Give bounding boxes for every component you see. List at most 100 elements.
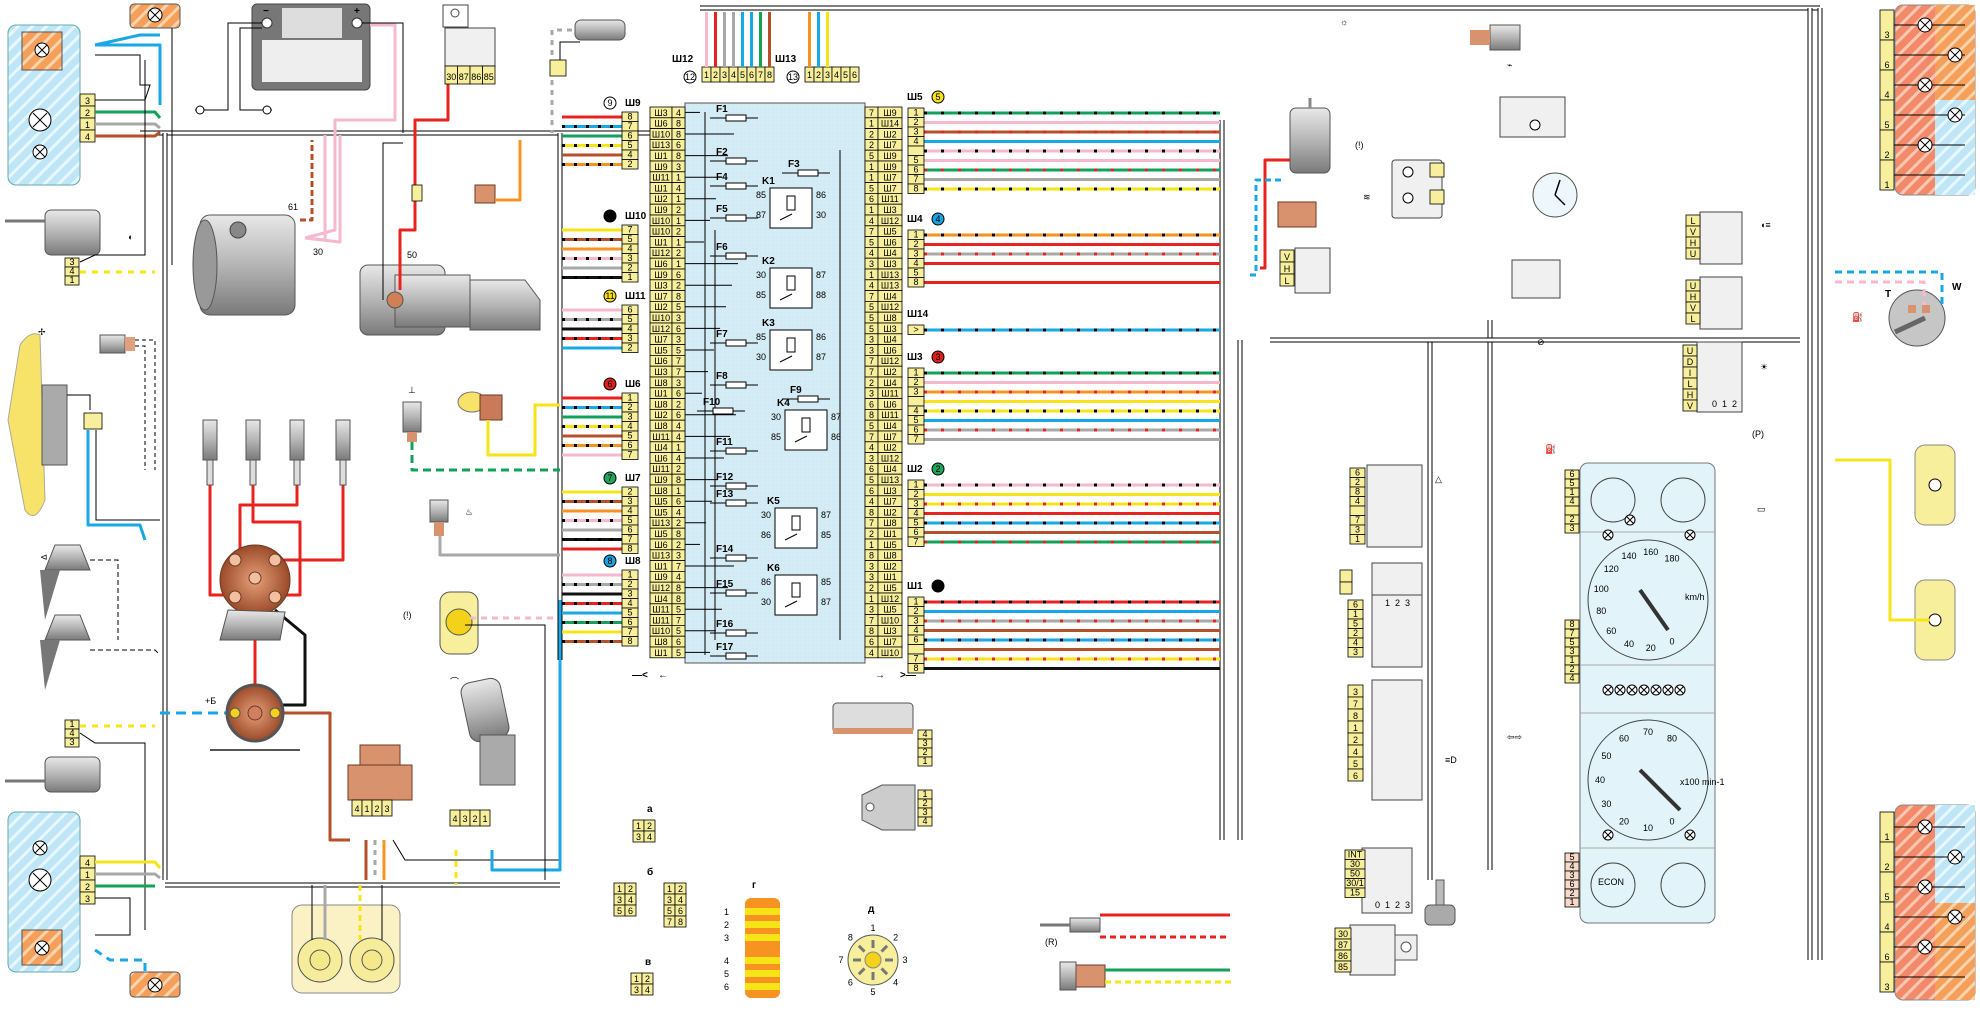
block-terminal-left-num: 7 bbox=[676, 367, 681, 377]
right-connector-pin-label: 8 bbox=[913, 663, 918, 673]
wiper-switch-pin-label: 5 bbox=[1353, 619, 1358, 629]
gauge-tick-label: 140 bbox=[1621, 551, 1636, 561]
block-terminal-left-num: 2 bbox=[676, 205, 681, 215]
block-terminal-right-label: Ш6 bbox=[883, 345, 896, 355]
block-terminal-right-label: Ш14 bbox=[881, 119, 899, 129]
legend-b6-pin-label: 2 bbox=[628, 884, 633, 894]
left-connector-pin-label: 7 bbox=[627, 225, 632, 235]
block-terminal-right-num: 2 bbox=[869, 529, 874, 539]
right-connector-pin-label: 4 bbox=[913, 625, 918, 635]
block-terminal-left-label: Ш8 bbox=[654, 378, 667, 388]
block-terminal-right-label: Ш3 bbox=[883, 205, 896, 215]
block-terminal-right-num: 3 bbox=[869, 345, 874, 355]
block-terminal-left-num: 1 bbox=[676, 216, 681, 226]
legend-b6-pin-label: 5 bbox=[617, 906, 622, 916]
block-terminal-right-num: 3 bbox=[869, 259, 874, 269]
relay-coil bbox=[791, 582, 801, 598]
relay-pin-label: 87 bbox=[816, 352, 826, 362]
block-terminal-right-label: Ш6 bbox=[883, 399, 896, 409]
connector-label: Ш13 bbox=[775, 54, 797, 65]
block-terminal-right-num: 5 bbox=[869, 237, 874, 247]
ignition-switch-pin-label: 30/1 bbox=[1346, 878, 1364, 888]
ignition-relay-pin-label: 86 bbox=[1338, 951, 1348, 961]
oil-pressure-sensor bbox=[429, 499, 560, 557]
block-terminal-right-label: Ш9 bbox=[883, 162, 896, 172]
radiator-fan bbox=[7, 333, 160, 541]
block-terminal-left-num: 6 bbox=[676, 140, 681, 150]
fuse bbox=[725, 447, 747, 455]
legend-g-pin-label: 5 bbox=[724, 969, 729, 979]
legend-a-label: а bbox=[647, 804, 653, 815]
switch-position-label: 3 bbox=[1405, 900, 1410, 910]
relay-pin-label: 86 bbox=[816, 332, 826, 342]
battery-icon: ▭ bbox=[1757, 504, 1766, 514]
block-terminal-left-num: 6 bbox=[676, 410, 681, 420]
right-connector-pin-label: 4 bbox=[913, 406, 918, 416]
column-switch-pin-label: 6 bbox=[1353, 771, 1358, 781]
fog-switch-pin-label: H bbox=[1690, 238, 1697, 248]
symbol-icons: ◐✢⊲⌒(!)♨⊥⛽▭⇦⇨≡D≋(P)⌁☼△(R)⊘(!)☀◖≡⛽ bbox=[38, 17, 1863, 947]
spark-plug-insulator bbox=[293, 459, 301, 486]
block-terminal-right-num: 5 bbox=[869, 475, 874, 485]
block-terminal-left-num: 8 bbox=[676, 291, 681, 301]
connector-badge bbox=[683, 70, 697, 84]
connector-badge bbox=[603, 289, 617, 303]
washer-pin bbox=[64, 275, 80, 286]
ignition-switch-pin bbox=[1344, 887, 1366, 898]
hazard-switch-pin-label: 1 bbox=[1355, 534, 1360, 544]
connector-label: Ш9 bbox=[625, 98, 641, 109]
cluster-pin-label: 7 bbox=[1569, 628, 1574, 638]
legend-g-label: г bbox=[752, 880, 756, 891]
lamp-cross bbox=[1949, 109, 1961, 121]
gauge-tick-label: 70 bbox=[1643, 727, 1653, 737]
legend-d-pin-label: 4 bbox=[893, 978, 898, 988]
top-connector-pin-label: 4 bbox=[731, 70, 736, 80]
connector-badge-label: 6 bbox=[607, 379, 612, 389]
regulator-pin bbox=[381, 799, 393, 817]
left-connector-pin bbox=[621, 272, 639, 283]
relay-label: K2 bbox=[762, 256, 775, 267]
right-connector-pin bbox=[907, 277, 925, 288]
top-connector-pin-label: 3 bbox=[825, 70, 830, 80]
block-terminal-right-num: 5 bbox=[869, 421, 874, 431]
gauge-tick-label: 120 bbox=[1604, 564, 1619, 574]
washer-pin-label: 1 bbox=[69, 719, 74, 729]
heater-switch-pin bbox=[1685, 312, 1701, 325]
block-terminal-left-num: 7 bbox=[676, 356, 681, 366]
block-terminal-right-label: Ш12 bbox=[881, 594, 899, 604]
legend-g-pin-label: 6 bbox=[724, 982, 729, 992]
left-connector-pin bbox=[621, 543, 639, 554]
fuse bbox=[725, 214, 747, 222]
top-connector-pin-label: 5 bbox=[740, 70, 745, 80]
column-switch-pin-label: 4 bbox=[1353, 747, 1358, 757]
gauge-tick-label: 0 bbox=[1669, 637, 1674, 647]
ignition-relay-pin bbox=[1334, 960, 1352, 973]
hazard-switch-pin-label: 8 bbox=[1355, 487, 1360, 497]
side-repeater-left-bottom bbox=[129, 971, 181, 998]
left-connector-pin-label: 8 bbox=[627, 112, 632, 122]
right-connector-pin-label: 6 bbox=[913, 425, 918, 435]
lamp-cross bbox=[1664, 686, 1672, 694]
block-terminal-right-label: Ш10 bbox=[881, 648, 899, 658]
block-terminal-left-label: Ш8 bbox=[654, 399, 667, 409]
headlamp-pin-label: 2 bbox=[85, 108, 90, 118]
block-terminal-right-num: 1 bbox=[869, 540, 874, 550]
block-terminal-right-num: 4 bbox=[869, 216, 874, 226]
block-terminal-left-label: Ш1 bbox=[654, 648, 667, 658]
legend-g-pin-label: 3 bbox=[724, 933, 729, 943]
fuse-label: F16 bbox=[716, 619, 734, 630]
fuse-label: F17 bbox=[716, 642, 734, 653]
block-terminal-right-num: 7 bbox=[869, 227, 874, 237]
left-connector-pin-label: 5 bbox=[627, 314, 632, 324]
legend-d-contact bbox=[880, 944, 889, 953]
left-connector-pin-label: 7 bbox=[627, 534, 632, 544]
block-terminal-left-label: Ш11 bbox=[652, 173, 670, 183]
legend-g-pin-label: 1 bbox=[724, 907, 729, 917]
legend-d-pin-label: 8 bbox=[848, 932, 853, 942]
glovebox-lamp-switch bbox=[1499, 96, 1566, 138]
block-terminal-right-num: 1 bbox=[869, 205, 874, 215]
right-connector-pin-label: 1 bbox=[913, 108, 918, 118]
block-terminal-right-num: 8 bbox=[869, 507, 874, 517]
relay-pin-label: 85 bbox=[756, 332, 766, 342]
